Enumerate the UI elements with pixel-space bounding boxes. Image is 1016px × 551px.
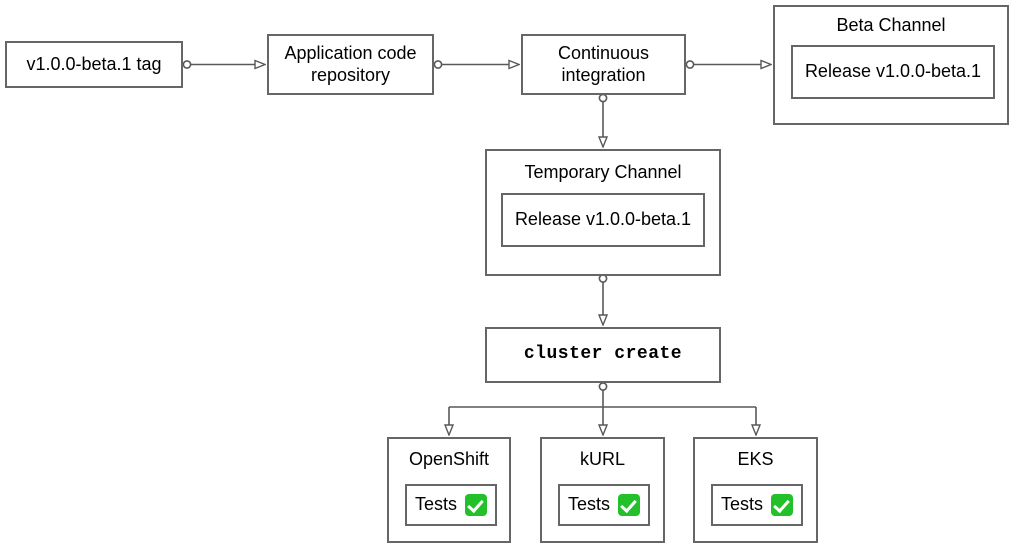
- node-tag-label: v1.0.0-beta.1 tag: [26, 53, 162, 74]
- node-kurl-tests-label-group: Tests: [568, 494, 640, 516]
- node-openshift-tests-label-group: Tests: [415, 494, 487, 516]
- node-continuous-integration[interactable]: Continuous integration: [521, 34, 686, 95]
- node-kurl-title: kURL: [579, 449, 625, 469]
- node-kurl[interactable]: kURL Tests: [540, 437, 665, 543]
- node-eks-tests-label: Tests: [720, 494, 763, 515]
- node-kurl-tests-label: Tests: [567, 494, 610, 515]
- node-kurl-tests: Tests: [558, 484, 650, 526]
- node-openshift[interactable]: OpenShift Tests: [387, 437, 511, 543]
- edge-tag-to-repo: [182, 61, 264, 68]
- node-beta-channel-release-label: Release v1.0.0-beta.1: [804, 61, 982, 82]
- node-openshift-tests: Tests: [405, 484, 497, 526]
- edge-repo-to-ci: [433, 61, 518, 68]
- edge-temporary-channel-to-cluster-create: [599, 274, 606, 324]
- node-beta-channel-title: Beta Channel: [836, 15, 946, 35]
- node-openshift-title: OpenShift: [408, 449, 490, 469]
- node-temporary-channel[interactable]: Temporary Channel Release v1.0.0-beta.1: [485, 149, 721, 276]
- node-temporary-channel-release-label: Release v1.0.0-beta.1: [514, 209, 692, 230]
- node-eks-title: EKS: [737, 449, 774, 469]
- node-eks[interactable]: EKS Tests: [693, 437, 818, 543]
- node-continuous-integration-label: Continuous integration: [557, 43, 650, 85]
- node-eks-tests-label-group: Tests: [721, 494, 793, 516]
- node-temporary-channel-title: Temporary Channel: [524, 162, 682, 182]
- check-green-icon: [465, 494, 487, 516]
- node-temporary-channel-release: Release v1.0.0-beta.1: [501, 193, 705, 247]
- edge-ci-to-beta-channel: [685, 61, 770, 68]
- edge-cluster-create-to-targets: [449, 382, 756, 434]
- node-openshift-tests-label: Tests: [414, 494, 457, 515]
- check-green-icon: [618, 494, 640, 516]
- node-beta-channel-release: Release v1.0.0-beta.1: [791, 45, 995, 99]
- edge-ci-to-temporary-channel: [599, 93, 606, 146]
- node-cluster-create[interactable]: cluster create: [485, 327, 721, 383]
- node-cluster-create-label: cluster create: [523, 344, 683, 365]
- node-tag[interactable]: v1.0.0-beta.1 tag: [5, 41, 183, 88]
- check-green-icon: [771, 494, 793, 516]
- node-beta-channel[interactable]: Beta Channel Release v1.0.0-beta.1: [773, 5, 1009, 125]
- node-eks-tests: Tests: [711, 484, 803, 526]
- node-application-code-repository-label: Application code repository: [284, 43, 417, 85]
- node-application-code-repository[interactable]: Application code repository: [267, 34, 434, 95]
